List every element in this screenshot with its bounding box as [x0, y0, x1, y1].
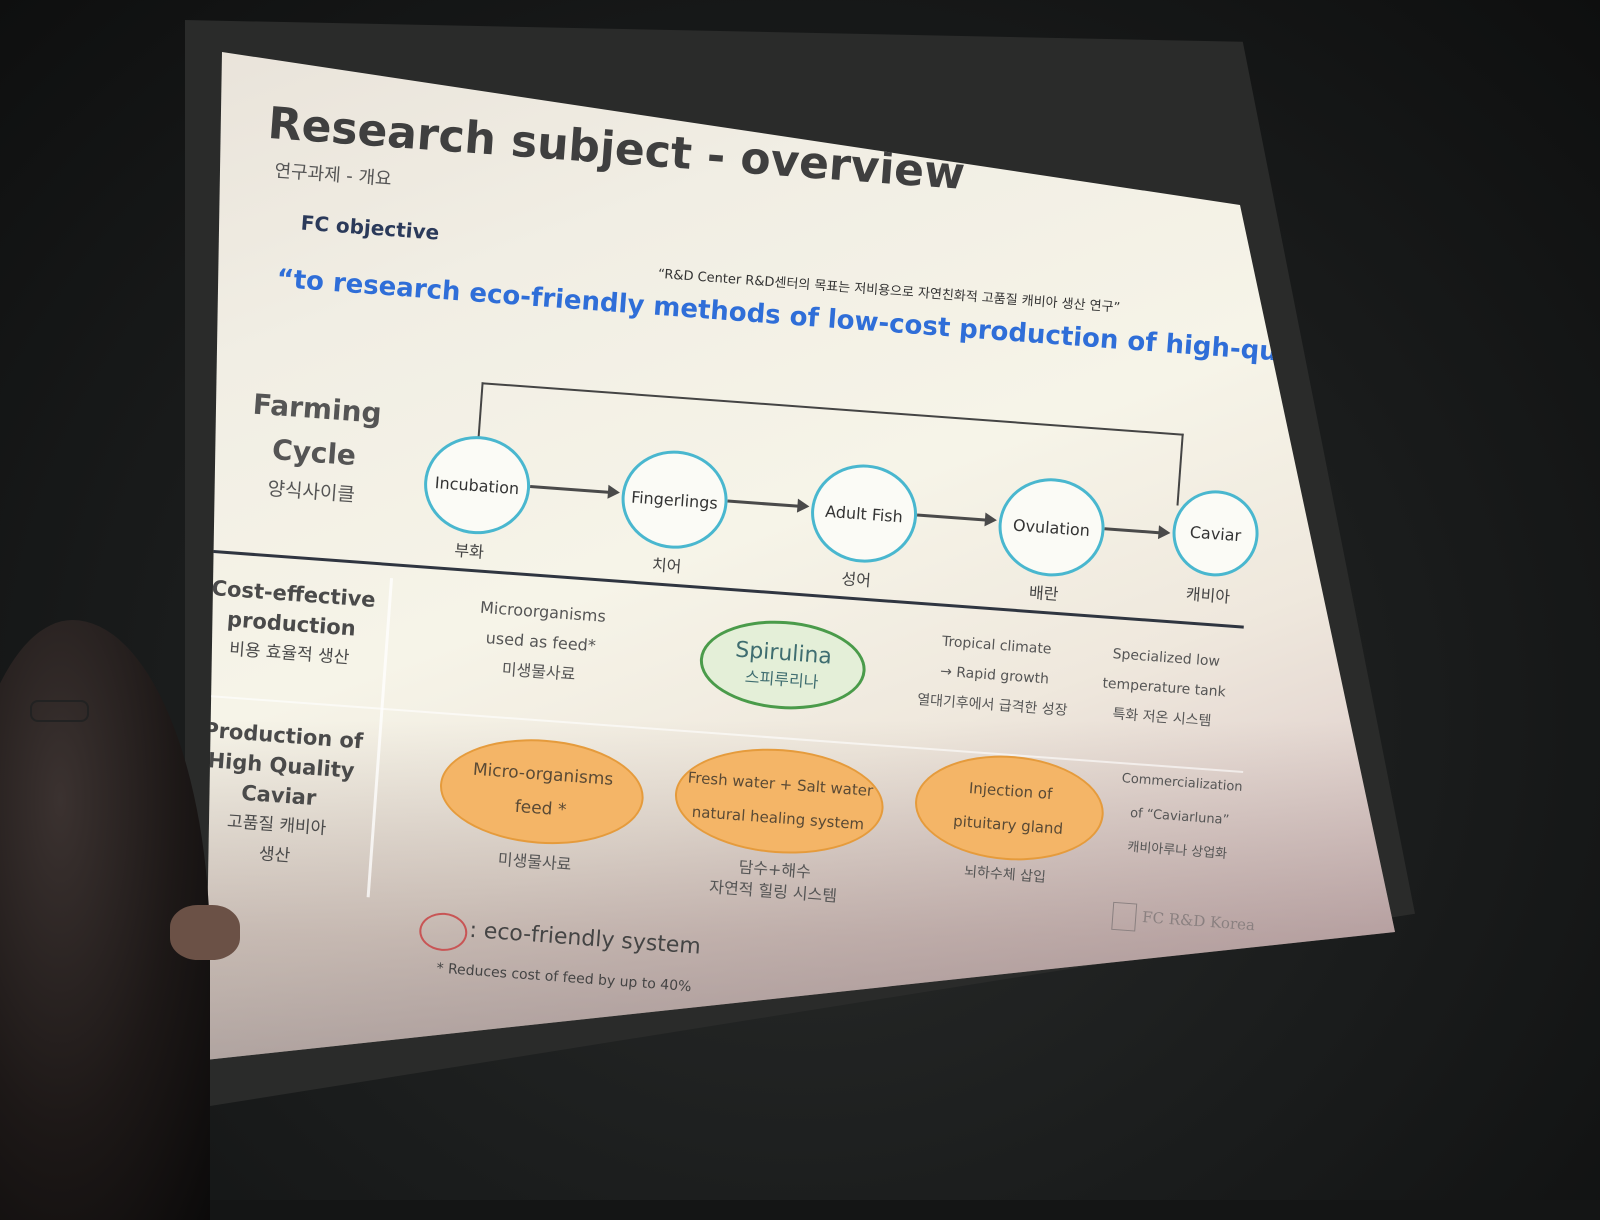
- stage-fingerlings-korean: 치어: [651, 555, 683, 577]
- flow-arrow-icon: [916, 513, 988, 522]
- high-quality-label: Production of High Quality Caviar 고품질 캐비…: [205, 714, 374, 877]
- fc-rd-korea-logo: FC R&D Korea: [1111, 901, 1256, 940]
- stage-caviar-korean: 캐비아: [1185, 584, 1231, 607]
- stage-incubation-korean: 부화: [453, 540, 485, 562]
- fresh-salt-water-oval: Fresh water + Salt water natural healing…: [671, 741, 888, 861]
- flow-arrow-icon: [1104, 527, 1161, 535]
- logo-text: FC R&D Korea: [1141, 908, 1256, 935]
- presenter-hand: [170, 905, 240, 960]
- fc-objective-heading: FC objective: [299, 210, 441, 245]
- cost-effective-label: Cost-effective production 비용 효율적 생산: [205, 572, 384, 675]
- slide-content: Research subject - overview 연구과제 - 개요 FC…: [205, 95, 1395, 1060]
- gland-korean: 뇌하수체 삽입: [963, 863, 1047, 886]
- feed-line2: feed *: [514, 796, 568, 821]
- water-korean: 담수+해수 자연적 힐링 시스템: [683, 852, 866, 909]
- tropical-climate-text: Tropical climate → Rapid growth 열대기후에서 급…: [906, 624, 1082, 726]
- gland-line2: pituitary gland: [952, 811, 1064, 838]
- glasses-icon: [30, 700, 89, 722]
- footnote: * Reduces cost of feed by up to 40%: [435, 960, 692, 996]
- feed-line1: Micro-organisms: [472, 759, 614, 790]
- feed-korean: 미생물사료: [497, 849, 573, 875]
- slide-title-korean: 연구과제 - 개요: [273, 160, 393, 191]
- stage-ovulation-korean: 배란: [1028, 582, 1060, 604]
- eco-friendly-legend-icon: [417, 911, 469, 953]
- microorganisms-feed-text: Microorganisms used as feed* 미생물사료: [448, 591, 634, 694]
- low-temperature-tank-text: Specialized low temperature tank 특화 저온 시…: [1086, 638, 1242, 739]
- legend-text: : eco-friendly system: [468, 917, 702, 960]
- flow-arrow-icon: [530, 485, 611, 494]
- micro-organisms-feed-oval: Micro-organisms feed *: [436, 732, 648, 852]
- commercialization-text: Commercialization of “Caviarluna” 캐비아루나 …: [1106, 762, 1253, 874]
- stage-caviar: Caviar: [1169, 487, 1262, 580]
- farming-cycle-label: Farming Cycle: [243, 382, 389, 480]
- flow-arrow-icon: [727, 499, 800, 508]
- stage-adult-fish-korean: 성어: [840, 569, 872, 591]
- logo-icon: [1111, 901, 1138, 932]
- spirulina-oval: Spirulina 스피루리나: [696, 615, 869, 715]
- pituitary-gland-oval: Injection of pituitary gland: [911, 749, 1108, 867]
- spirulina-korean: 스피루리나: [744, 666, 820, 692]
